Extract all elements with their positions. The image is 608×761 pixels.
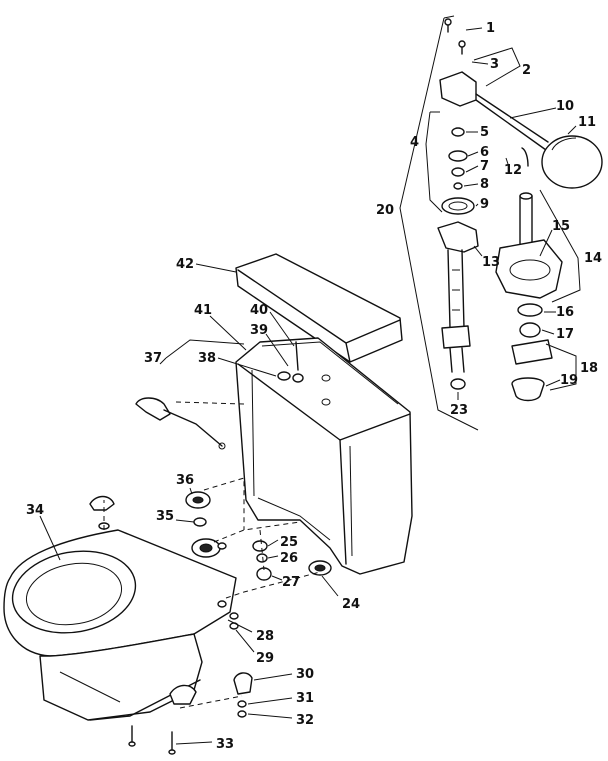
callout-36: 36 <box>176 473 194 488</box>
callout-15: 15 <box>552 219 570 234</box>
callout-34: 34 <box>26 503 44 518</box>
assembly-guide-lines <box>103 477 321 709</box>
callout-40: 40 <box>250 303 268 318</box>
float-ball-assembly <box>439 71 603 189</box>
callout-labels: 1 2 3 4 5 6 7 8 9 10 11 12 13 14 15 16 1… <box>26 21 602 752</box>
ballcock-small-parts <box>441 18 475 215</box>
tank-bolt-parts <box>252 341 332 581</box>
flush-valve-assembly <box>450 192 563 402</box>
toilet-tank <box>235 337 413 575</box>
callout-28: 28 <box>256 629 274 644</box>
callout-11: 11 <box>578 115 596 130</box>
callout-4: 4 <box>410 135 419 150</box>
callout-29: 29 <box>256 651 274 666</box>
callout-6: 6 <box>480 145 489 160</box>
bowl-bolt-parts <box>89 491 253 755</box>
callout-18: 18 <box>580 361 598 376</box>
callout-41: 41 <box>194 303 212 318</box>
callout-5: 5 <box>480 125 489 140</box>
callout-26: 26 <box>280 551 298 566</box>
callout-9: 9 <box>480 197 489 212</box>
callout-8: 8 <box>480 177 489 192</box>
callout-38: 38 <box>198 351 216 366</box>
bracket-lines <box>159 15 581 431</box>
callout-10: 10 <box>556 99 574 114</box>
callout-39: 39 <box>250 323 268 338</box>
callout-20: 20 <box>376 203 394 218</box>
callout-19: 19 <box>560 373 578 388</box>
toilet-bowl <box>3 529 237 721</box>
callout-23: 23 <box>450 403 468 418</box>
callout-32: 32 <box>296 713 314 728</box>
callout-2: 2 <box>522 63 531 78</box>
callout-13: 13 <box>482 255 500 270</box>
leader-lines <box>39 27 577 745</box>
callout-42: 42 <box>176 257 194 272</box>
callout-16: 16 <box>556 305 574 320</box>
flush-handle <box>135 397 245 450</box>
tank-lid <box>235 253 403 363</box>
callout-37: 37 <box>144 351 162 366</box>
callout-30: 30 <box>296 667 314 682</box>
callout-35: 35 <box>156 509 174 524</box>
callout-7: 7 <box>480 159 489 174</box>
callout-17: 17 <box>556 327 574 342</box>
callout-1: 1 <box>486 21 495 36</box>
callout-3: 3 <box>490 57 499 72</box>
callout-14: 14 <box>584 251 602 266</box>
callout-12: 12 <box>504 163 522 178</box>
callout-24: 24 <box>342 597 360 612</box>
callout-27: 27 <box>282 575 300 590</box>
callout-31: 31 <box>296 691 314 706</box>
callout-25: 25 <box>280 535 298 550</box>
callout-33: 33 <box>216 737 234 752</box>
fill-valve-assembly <box>437 221 479 373</box>
